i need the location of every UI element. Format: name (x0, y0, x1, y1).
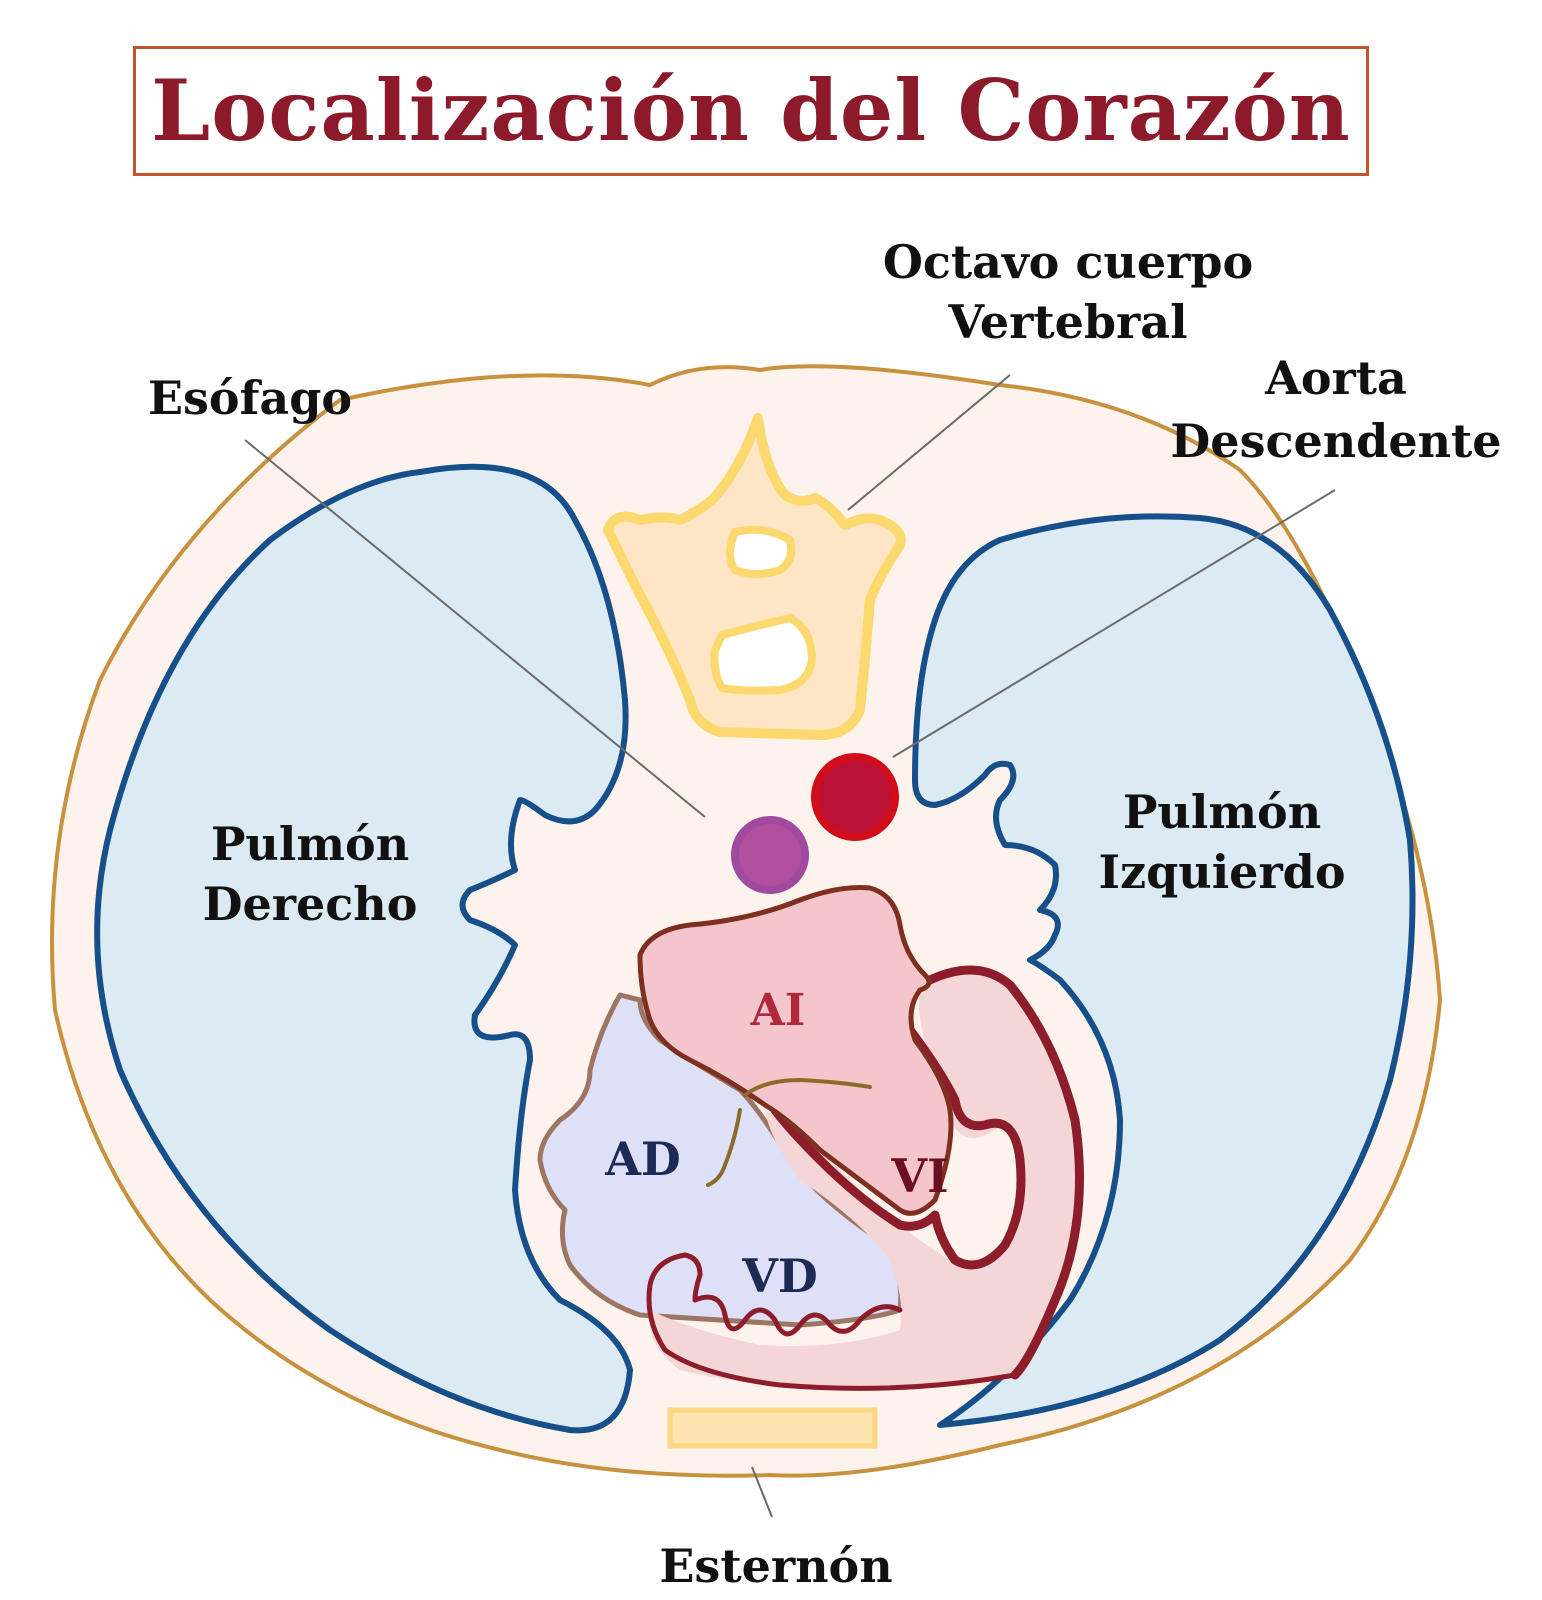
left-ventricle-label: VI (890, 1149, 948, 1203)
aorta-leader-line (892, 489, 1336, 758)
sternum (667, 1407, 878, 1449)
coronary-sinus-line (706, 1108, 742, 1187)
right-lung (94, 463, 633, 1434)
title-box: Localización del Corazón (133, 46, 1369, 176)
right-ventricle-trabeculae (692, 1294, 903, 1337)
right-atrium-label: AD (604, 1132, 681, 1186)
left-atrium (637, 885, 954, 1216)
vertebra-leader-line (847, 374, 1011, 511)
right-ventricle-label: VD (741, 1249, 818, 1303)
right-lung-label-line1: Pulmón (211, 817, 409, 871)
aorta-label-line1: Aorta (1264, 351, 1407, 405)
left-atrium-label: AI (750, 985, 806, 1036)
left-lung-label-line1: Pulmón (1123, 785, 1321, 839)
right-lung-label-line2: Derecho (203, 877, 418, 931)
esophagus (731, 816, 809, 894)
descending-aorta (811, 753, 899, 841)
left-ventricle-outer-wall (915, 965, 1084, 1380)
left-ventricle (649, 970, 1080, 1390)
sternum-label: Esternón (659, 1539, 892, 1593)
left-lung (912, 513, 1416, 1428)
vertebra-label-line2: Vertebral (947, 295, 1187, 349)
esophagus-label: Esófago (148, 371, 352, 425)
atrial-septum-line (743, 1077, 872, 1097)
esophagus-leader-line (244, 439, 706, 818)
page-title: Localización del Corazón (151, 61, 1351, 160)
vertebra-label-line1: Octavo cuerpo (883, 235, 1253, 289)
vertebral-foramen (726, 525, 796, 578)
vertebral-body-cavity (710, 613, 817, 695)
left-ventricle-inner-wall (770, 980, 1026, 1270)
right-ventricle-wall (646, 1252, 1018, 1391)
aorta-label-line2: Descendente (1170, 414, 1501, 468)
sternum-leader-line (751, 1466, 773, 1518)
left-lung-label-line2: Izquierdo (1098, 845, 1345, 899)
